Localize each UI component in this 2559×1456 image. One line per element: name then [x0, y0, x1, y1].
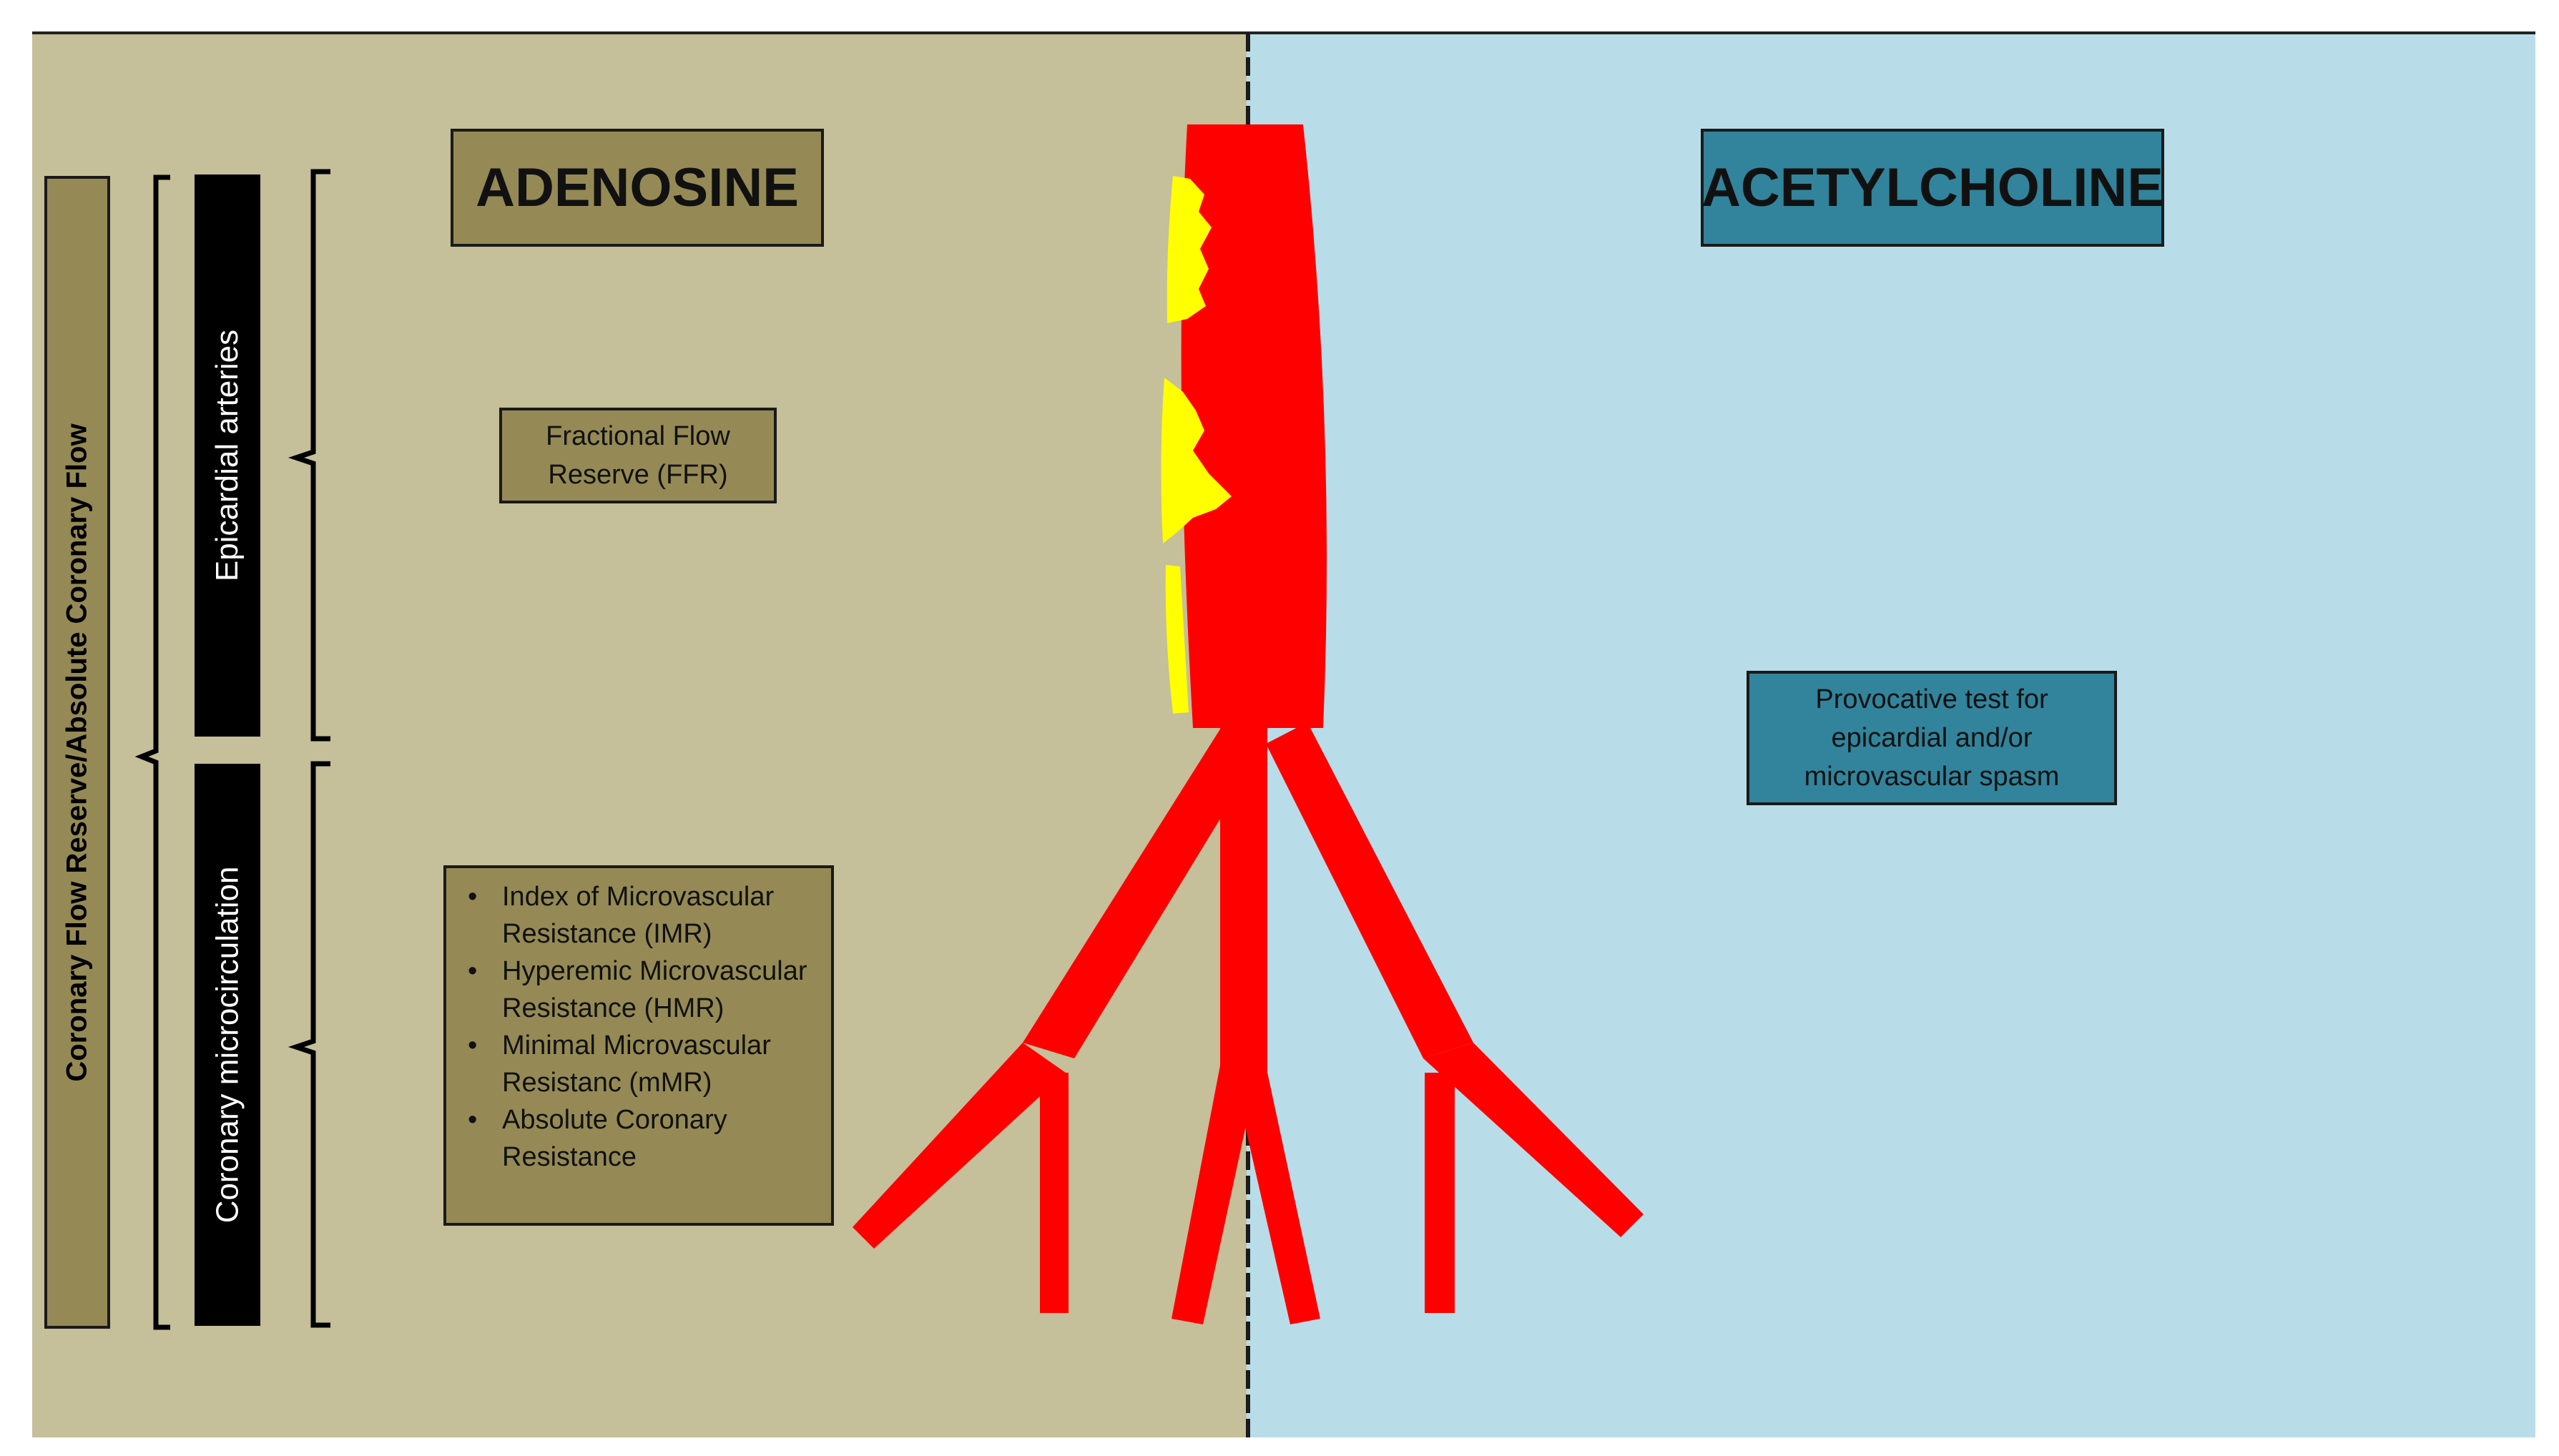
provocative-box: Provocative test for epicardial and/or m… [1747, 671, 2117, 805]
vessel-branch-right-upper [1266, 722, 1473, 1058]
epicardial-label-text: Epicardial arteries [210, 329, 245, 582]
plaque-middle [1161, 378, 1232, 543]
vessel-branch-center-left [1172, 1066, 1257, 1324]
coronary-vessel [853, 124, 1644, 1324]
epicardial-label: Epicardial arteries [195, 174, 260, 737]
vessel-branch-left-outer [853, 1043, 1066, 1249]
microcirculation-bracket [288, 761, 330, 1328]
microcirculation-label: Coronary microcirculation [195, 764, 260, 1326]
plaques [1161, 176, 1232, 714]
plaque-lower [1165, 565, 1189, 714]
microcirculation-label-text: Coronary microcirculation [210, 866, 245, 1224]
outer-bracket [134, 174, 170, 1330]
ffr-text: Fractional Flow Reserve (FFR) [546, 421, 730, 490]
vessel-branch-right-inner [1425, 1073, 1455, 1313]
outer-label-text: Coronary Flow Reserve/Absolute Coronary … [61, 423, 93, 1082]
micro-index-imr: Index of Microvascular Resistance (IMR) [459, 878, 818, 953]
vessel-branch-center-right [1233, 1066, 1320, 1324]
vessel-branch-left-inner [1040, 1073, 1069, 1313]
adenosine-title-text: ADENOSINE [476, 157, 799, 218]
plaque-upper [1166, 176, 1212, 323]
vessel-trunk [1181, 124, 1327, 728]
micro-index-mmr: Minimal Microvascular Resistanc (mMR) [459, 1027, 818, 1101]
vessel-branch-left-upper [1023, 722, 1266, 1058]
ffr-box: Fractional Flow Reserve (FFR) [499, 408, 777, 503]
adenosine-title: ADENOSINE [451, 129, 824, 247]
microcirculation-label-bar [195, 764, 260, 1326]
vessel-branch-right-outer [1423, 1043, 1644, 1237]
epicardial-label-bar [195, 174, 260, 737]
outer-label-bar [44, 176, 110, 1329]
micro-indices-list: Index of Microvascular Resistance (IMR) … [459, 878, 818, 1176]
vessel-branch-center [1220, 728, 1267, 1086]
micro-index-hmr: Hyperemic Microvascular Resistance (HMR) [459, 953, 818, 1027]
acetylcholine-title: ACETYLCHOLINE [1701, 129, 2164, 247]
outer-label: Coronary Flow Reserve/Absolute Coronary … [46, 177, 109, 1327]
micro-index-acr: Absolute Coronary Resistance [459, 1101, 818, 1176]
acetylcholine-title-text: ACETYLCHOLINE [1701, 157, 2163, 218]
epicardial-bracket [288, 169, 330, 742]
micro-indices-box: Index of Microvascular Resistance (IMR) … [443, 865, 834, 1226]
provocative-text: Provocative test for epicardial and/or m… [1804, 684, 2060, 792]
